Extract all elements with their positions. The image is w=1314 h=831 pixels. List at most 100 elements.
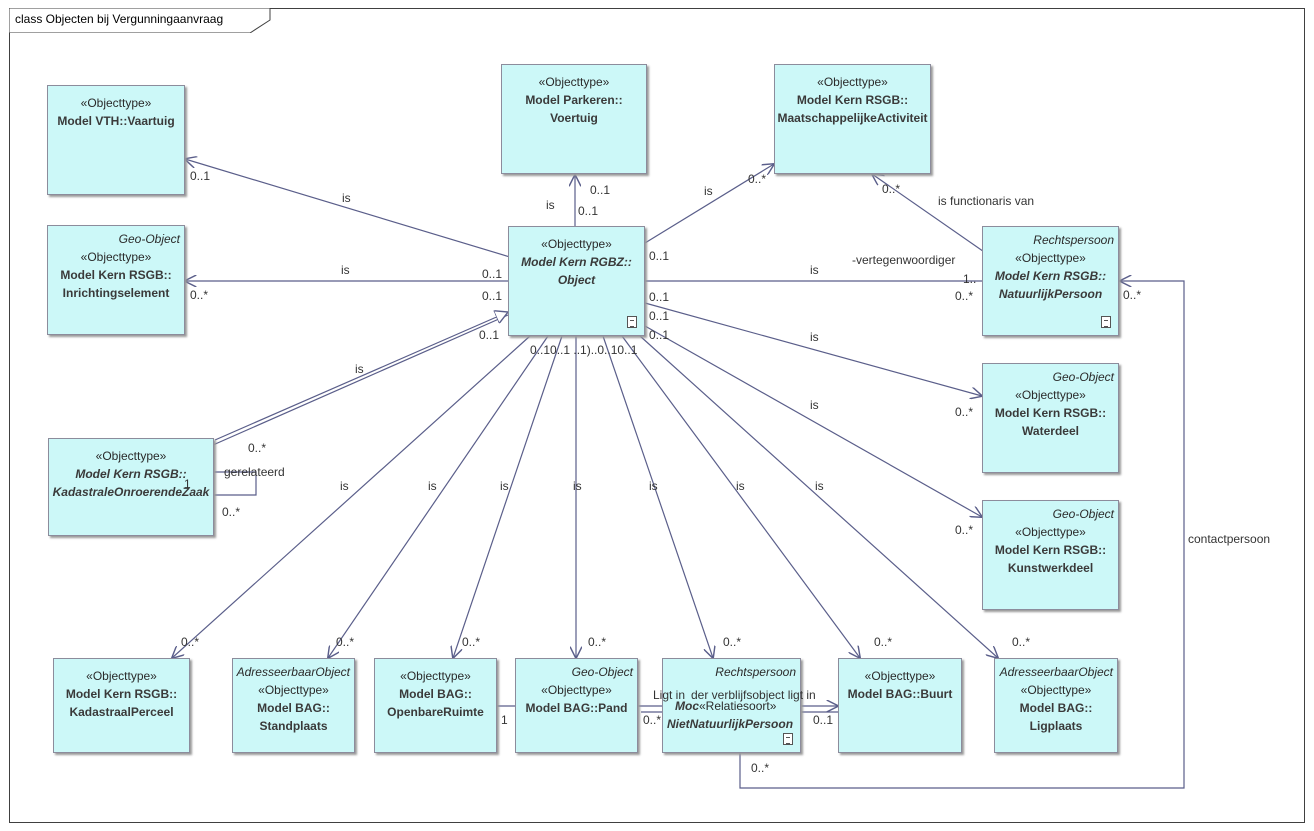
class-name: Model VTH::Vaartuig bbox=[57, 114, 175, 128]
class-buurt[interactable]: «Objecttype» Model BAG::Buurt bbox=[838, 658, 962, 753]
document-icon bbox=[1101, 316, 1111, 328]
class-name: Model Kern RSGB:: bbox=[796, 93, 909, 107]
edge-label-is: is bbox=[355, 362, 364, 376]
multiplicity-label: 0..* bbox=[462, 635, 481, 649]
class-name: KadastraleOnroerendeZaak bbox=[52, 485, 210, 499]
multiplicity-label: 1 bbox=[501, 713, 508, 727]
multiplicity-label: 0..* bbox=[955, 289, 974, 303]
class-kunstwerkdeel[interactable]: Geo-Object «Objecttype» Model Kern RSGB:… bbox=[982, 500, 1119, 610]
class-name: Model Kern RGBZ:: bbox=[521, 255, 632, 269]
class-name: Model BAG:: bbox=[257, 701, 330, 715]
multiplicity-label: 0..* bbox=[222, 505, 241, 519]
class-name: Model BAG::Pand bbox=[525, 701, 628, 715]
class-vaartuig[interactable]: «Objecttype» Model VTH::Vaartuig bbox=[47, 85, 185, 195]
edge-object-waterdeel bbox=[644, 302, 982, 396]
edge-label-ligt-in: Ligt in bbox=[653, 688, 686, 702]
edge-label-is: is bbox=[810, 263, 819, 277]
class-openbare-ruimte[interactable]: «Objecttype» Model BAG:: OpenbareRuimte bbox=[374, 658, 497, 753]
class-standplaats[interactable]: AdresseerbaarObject «Objecttype» Model B… bbox=[232, 658, 355, 753]
edge-kadastrale-onroerende-zaak-object bbox=[214, 312, 508, 441]
edge-label-is: is bbox=[546, 198, 555, 212]
class-name: Model Kern RSGB:: bbox=[60, 268, 172, 282]
edge-label-is: is bbox=[736, 479, 745, 493]
multiplicity-label: 0..* bbox=[748, 172, 767, 186]
stereotype-label: «Objecttype» bbox=[80, 96, 152, 110]
class-name: Object bbox=[557, 273, 596, 287]
edge-object-ligplaats bbox=[639, 335, 998, 658]
edge-label-is: is bbox=[815, 479, 824, 493]
edge-label-is: is bbox=[342, 191, 351, 205]
overlapping-labels: Moc«Relatiesoort» bbox=[663, 697, 800, 715]
stereotype-label: «Objecttype» bbox=[817, 75, 888, 89]
class-name: Model Parkeren:: bbox=[525, 93, 623, 107]
frame-title: class Objecten bij Vergunningaanvraag bbox=[15, 12, 224, 26]
document-icon bbox=[783, 733, 793, 745]
multiplicity-label: 0..* bbox=[874, 635, 893, 649]
edge-object-openbare-ruimte bbox=[453, 335, 563, 658]
class-name: Ligplaats bbox=[1029, 719, 1083, 733]
class-kadastrale-onroerende-zaak[interactable]: «Objecttype» Model Kern RSGB:: Kadastral… bbox=[48, 438, 214, 536]
multiplicity-label: 0..1 bbox=[479, 328, 500, 342]
edge-label-contactpersoon: contactpersoon bbox=[1188, 532, 1271, 546]
class-name: Model BAG::Buurt bbox=[847, 687, 953, 701]
multiplicity-label: 0..1 bbox=[649, 290, 670, 304]
edge-label-is: is bbox=[341, 263, 350, 277]
class-name: Voertuig bbox=[550, 111, 598, 125]
multiplicity-label: 0..* bbox=[955, 523, 974, 537]
role-label-vertegenwoordiger: -vertegenwoordiger bbox=[852, 253, 956, 267]
class-inrichtingselement[interactable]: Geo-Object «Objecttype» Model Kern RSGB:… bbox=[47, 225, 185, 335]
edge-object-niet-natuurlijk-persoon bbox=[602, 335, 713, 658]
multiplicity-label: 0..* bbox=[248, 441, 267, 455]
class-name: Model Kern RSGB:: bbox=[994, 269, 1107, 283]
edge-label-is-functionaris-van: is functionaris van bbox=[938, 194, 1035, 208]
stereotype-label: «Objecttype» bbox=[86, 669, 157, 683]
multiplicity-label: 0..1 bbox=[190, 169, 211, 183]
class-kadastraal-perceel[interactable]: «Objecttype» Model Kern RSGB:: Kadastraa… bbox=[53, 658, 190, 753]
edge-label-is: is bbox=[340, 479, 349, 493]
tagged-value: Geo-Object bbox=[571, 665, 633, 679]
edge-object-buurt bbox=[621, 335, 860, 658]
stereotype-label: «Objecttype» bbox=[80, 250, 152, 264]
stereotype-label: «Objecttype» bbox=[258, 683, 329, 697]
class-name: Model Kern RSGB:: bbox=[65, 687, 178, 701]
edge-gerelateerd-self bbox=[213, 471, 257, 496]
class-pand[interactable]: Geo-Object «Objecttype» Model BAG::Pand bbox=[515, 658, 638, 753]
edge-contactpersoon bbox=[739, 281, 1185, 789]
class-name: Model BAG:: bbox=[399, 687, 472, 701]
edge-label-is: is bbox=[500, 479, 509, 493]
edge-object-maatschappelijke-activiteit bbox=[644, 164, 774, 244]
stereotype-label: «Objecttype» bbox=[1015, 251, 1086, 265]
class-voertuig[interactable]: «Objecttype» Model Parkeren:: Voertuig bbox=[501, 64, 647, 174]
multiplicity-label: 0..1 bbox=[813, 713, 834, 727]
multiplicity-label: 0..1 bbox=[649, 249, 670, 263]
multiplicity-label: 0..* bbox=[588, 635, 607, 649]
class-maatschappelijke-activiteit[interactable]: «Objecttype» Model Kern RSGB:: Maatschap… bbox=[774, 64, 931, 174]
stereotype-label: «Objecttype» bbox=[1020, 683, 1092, 697]
frame-tab bbox=[9, 8, 271, 33]
stereotype-label: «Objecttype» bbox=[541, 683, 612, 697]
bottom-multiplicities: 0..10..1 ..1)..0..10..1 bbox=[530, 343, 638, 357]
class-niet-natuurlijk-persoon[interactable]: Rechtspersoon Moc«Relatiesoort» NietNatu… bbox=[662, 658, 801, 753]
class-object[interactable]: «Objecttype» Model Kern RGBZ:: Object bbox=[508, 226, 645, 336]
tagged-value: AdresseerbaarObject bbox=[999, 665, 1113, 679]
tagged-value: Rechtspersoon bbox=[715, 665, 796, 679]
relatiesoort-stereotype: «Relatiesoort» bbox=[699, 699, 777, 713]
multiplicity-label: 0..1 bbox=[590, 183, 611, 197]
multiplicity-label: 0..* bbox=[955, 405, 974, 419]
class-name: Kunstwerkdeel bbox=[1007, 561, 1094, 575]
stereotype-label: «Objecttype» bbox=[1015, 388, 1086, 402]
edge-label-is: is bbox=[704, 184, 713, 198]
class-name: Model Kern RSGB:: bbox=[994, 543, 1107, 557]
class-natuurlijk-persoon[interactable]: Rechtspersoon «Objecttype» Model Kern RS… bbox=[982, 226, 1119, 336]
tagged-value: Geo-Object bbox=[1052, 507, 1114, 521]
class-ligplaats[interactable]: AdresseerbaarObject «Objecttype» Model B… bbox=[994, 658, 1118, 753]
edge-natuurlijk-persoon-maatschappelijke-activiteit bbox=[872, 174, 991, 257]
class-name: Standplaats bbox=[259, 719, 328, 733]
tagged-value: Geo-Object bbox=[1052, 370, 1114, 384]
multiplicity-label: 0..* bbox=[882, 182, 901, 196]
stereotype-label: «Objecttype» bbox=[864, 669, 936, 683]
class-waterdeel[interactable]: Geo-Object «Objecttype» Model Kern RSGB:… bbox=[982, 363, 1119, 473]
tagged-value: AdresseerbaarObject bbox=[236, 665, 350, 679]
edge-label-is: is bbox=[573, 479, 582, 493]
class-name: Waterdeel bbox=[1022, 424, 1079, 438]
